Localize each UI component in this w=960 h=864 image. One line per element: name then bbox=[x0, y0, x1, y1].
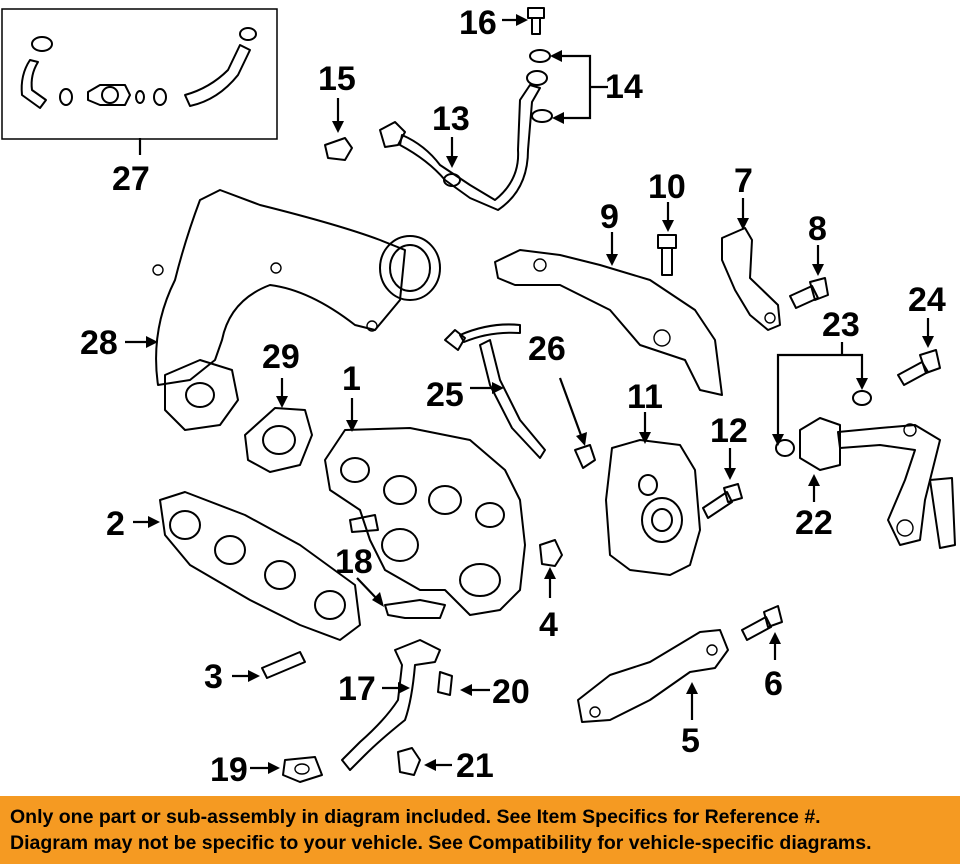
leader-23-arrowhead-a bbox=[772, 434, 784, 446]
leader-5-arrowhead bbox=[686, 682, 698, 694]
callout-17: 17 bbox=[338, 670, 376, 708]
callout-14: 14 bbox=[605, 68, 643, 106]
leader-9-arrowhead bbox=[606, 254, 618, 266]
callout-29: 29 bbox=[262, 338, 300, 376]
leader-14-arrowhead-a bbox=[550, 50, 562, 62]
callout-4: 4 bbox=[539, 606, 558, 644]
leader-6-arrowhead bbox=[769, 632, 781, 644]
callout-15: 15 bbox=[318, 60, 356, 98]
part-15-bracket bbox=[324, 137, 353, 161]
callout-28: 28 bbox=[80, 324, 118, 362]
leader-12-arrowhead bbox=[724, 468, 736, 480]
callout-24: 24 bbox=[908, 281, 946, 319]
leader-26 bbox=[558, 377, 584, 439]
parts-diagram: 27 28 29 1 2 bbox=[1, 4, 956, 789]
part-20-bolt bbox=[437, 671, 453, 696]
callout-7: 7 bbox=[734, 162, 753, 200]
leader-26-arrowhead bbox=[576, 432, 587, 446]
part-16-bolt bbox=[527, 7, 545, 35]
leader-7-arrowhead bbox=[737, 218, 749, 230]
leader-1-arrowhead bbox=[346, 420, 358, 432]
callout-25: 25 bbox=[426, 376, 464, 414]
leader-2-arrowhead bbox=[148, 516, 160, 528]
part-10-bolt bbox=[657, 234, 677, 276]
part-27-kit-frame bbox=[1, 8, 278, 140]
part-12-bolt bbox=[702, 483, 743, 519]
leader-8-arrowhead bbox=[812, 264, 824, 276]
leader-13-arrowhead bbox=[446, 156, 458, 168]
part-3-stud bbox=[261, 651, 306, 679]
leader-23 bbox=[776, 342, 864, 440]
part-17-oil-pipe bbox=[341, 639, 441, 771]
callout-18: 18 bbox=[335, 543, 373, 581]
part-18-gasket bbox=[384, 599, 446, 619]
callout-19: 19 bbox=[210, 751, 248, 789]
disclaimer-line-2: Diagram may not be specific to your vehi… bbox=[10, 832, 872, 854]
part-5-bracket bbox=[577, 629, 729, 723]
callout-26: 26 bbox=[528, 330, 566, 368]
leader-24-arrowhead bbox=[922, 336, 934, 348]
leader-29-arrowhead bbox=[276, 396, 288, 408]
leader-16-arrowhead bbox=[516, 14, 528, 26]
callout-10: 10 bbox=[648, 168, 686, 206]
callout-20: 20 bbox=[492, 673, 530, 711]
callout-22: 22 bbox=[795, 504, 833, 542]
part-13-vacuum-line bbox=[379, 84, 541, 211]
callout-9: 9 bbox=[600, 198, 619, 236]
part-19-gasket bbox=[282, 756, 323, 783]
callout-11: 11 bbox=[627, 378, 663, 416]
callout-13: 13 bbox=[432, 100, 470, 138]
callout-21: 21 bbox=[456, 747, 494, 785]
part-26-hose bbox=[444, 323, 596, 469]
leader-11-arrowhead bbox=[639, 432, 651, 444]
part-28-intake-pipe bbox=[152, 189, 441, 431]
part-22-water-pipe bbox=[799, 417, 956, 549]
callout-2: 2 bbox=[106, 505, 125, 543]
callout-8: 8 bbox=[808, 210, 827, 248]
part-11-turbo-shield bbox=[605, 439, 701, 576]
leader-19-arrowhead bbox=[268, 762, 280, 774]
part-23-washers bbox=[775, 390, 872, 457]
leader-20-arrowhead bbox=[460, 684, 472, 696]
part-2-exhaust-gasket bbox=[159, 491, 361, 641]
leader-28-arrowhead bbox=[146, 336, 158, 348]
leader-18-arrowhead bbox=[372, 592, 384, 607]
part-4-nut bbox=[539, 539, 563, 567]
part-21-nut bbox=[397, 747, 421, 776]
part-8-bolt bbox=[789, 277, 829, 309]
leader-17-arrowhead bbox=[398, 682, 410, 694]
leader-21-arrowhead bbox=[424, 759, 436, 771]
leader-18 bbox=[356, 577, 379, 601]
callout-5: 5 bbox=[681, 722, 700, 760]
callout-6: 6 bbox=[764, 665, 783, 703]
leader-22-arrowhead bbox=[808, 474, 820, 486]
leader-14 bbox=[558, 54, 608, 120]
part-1-turbo-manifold bbox=[324, 427, 526, 616]
disclaimer-banner: Only one part or sub-assembly in diagram… bbox=[0, 796, 960, 864]
callout-3: 3 bbox=[204, 658, 223, 696]
part-29-gasket bbox=[244, 407, 313, 473]
part-7-bracket bbox=[721, 227, 781, 331]
part-27-hose-kit bbox=[20, 27, 257, 109]
leader-23-arrowhead-b bbox=[856, 378, 868, 390]
callout-16: 16 bbox=[459, 4, 497, 42]
leader-25-arrowhead bbox=[492, 382, 504, 394]
callout-27: 27 bbox=[112, 160, 150, 198]
leader-15-arrowhead bbox=[332, 121, 344, 133]
callout-1: 1 bbox=[342, 360, 361, 398]
callout-12: 12 bbox=[710, 412, 748, 450]
leader-3-arrowhead bbox=[248, 670, 260, 682]
part-6-bolt bbox=[741, 605, 783, 641]
part-24-bolt bbox=[897, 349, 941, 386]
leader-10-arrowhead bbox=[662, 220, 674, 232]
part-9-heat-shield bbox=[494, 249, 723, 396]
leader-4-arrowhead bbox=[544, 567, 556, 579]
disclaimer-line-1: Only one part or sub-assembly in diagram… bbox=[10, 806, 821, 828]
callout-23: 23 bbox=[822, 306, 860, 344]
leader-14-arrowhead-b bbox=[552, 112, 564, 124]
